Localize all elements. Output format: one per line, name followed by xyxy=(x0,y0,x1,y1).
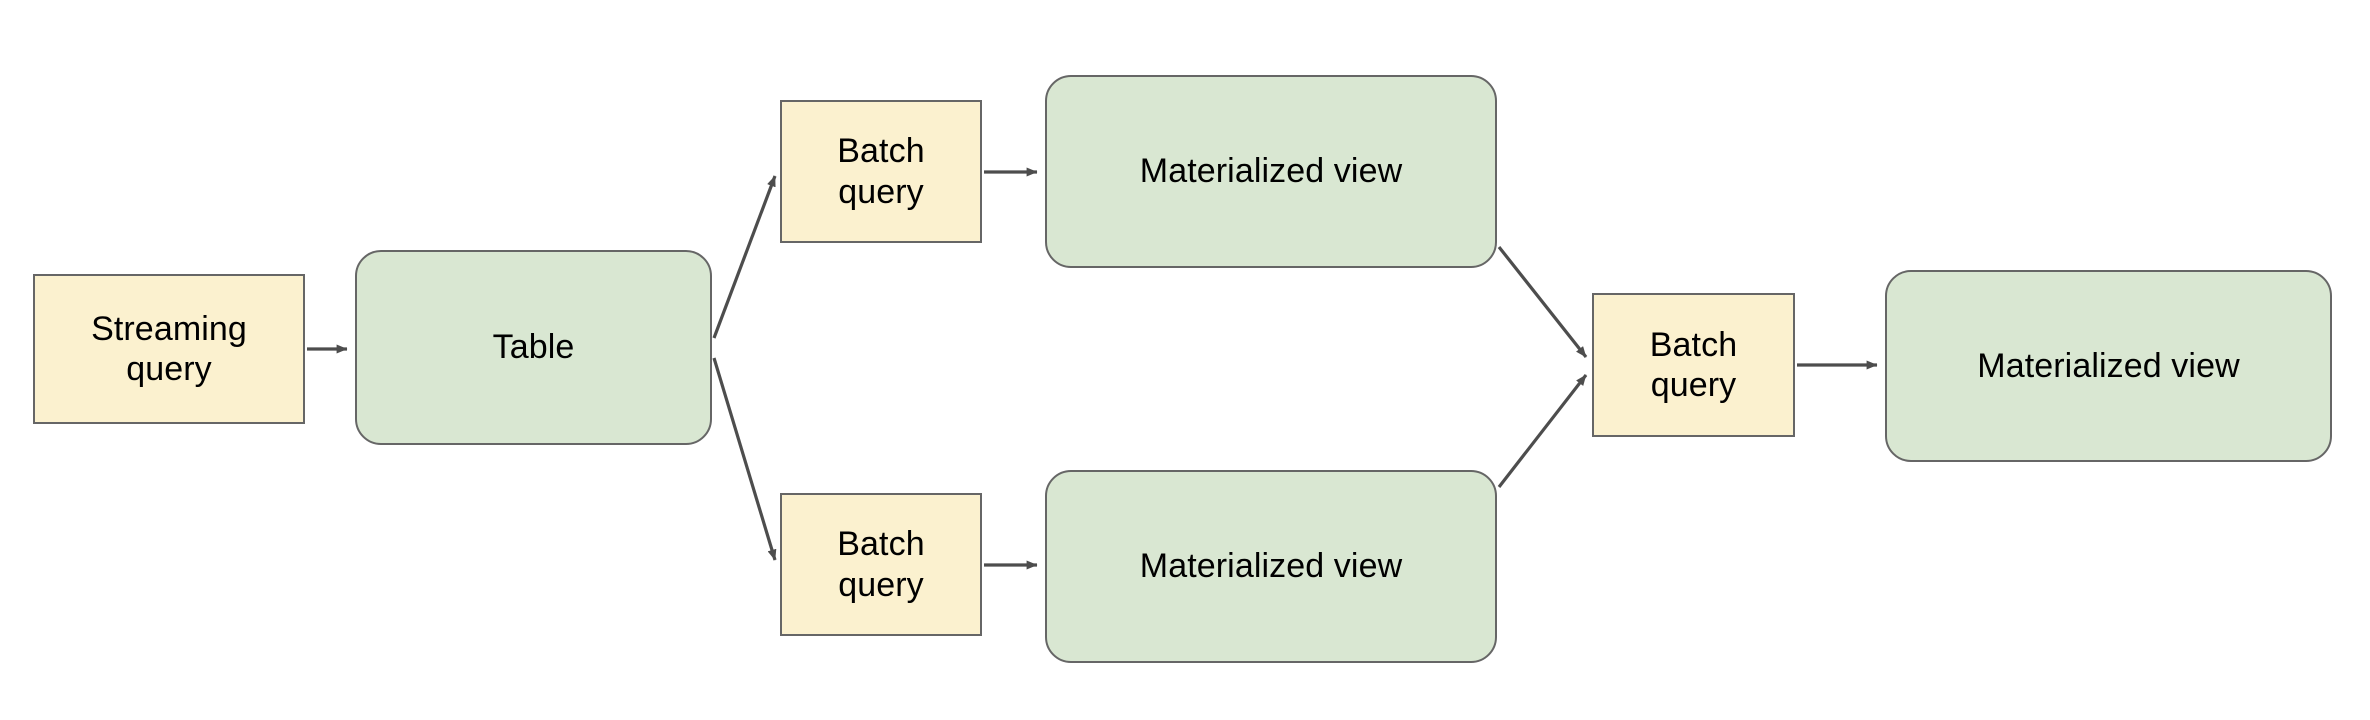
node-materialized-view-right[interactable]: Materialized view xyxy=(1885,270,2332,462)
edge-materialized-view-top-to-batch-query-right xyxy=(1497,246,1588,358)
edge-materialized-view-bottom-to-batch-query-right xyxy=(1497,374,1588,488)
node-label-materialized-view-bottom: Materialized view xyxy=(1139,547,1403,586)
node-streaming-query[interactable]: Streaming query xyxy=(33,274,305,424)
node-batch-query-right[interactable]: Batch query xyxy=(1592,293,1795,437)
edge-table-to-batch-query-top xyxy=(712,175,777,339)
node-table[interactable]: Table xyxy=(355,250,712,445)
node-label-batch-query-top: Batch query xyxy=(837,132,925,211)
node-batch-query-top[interactable]: Batch query xyxy=(780,100,982,243)
node-label-streaming-query: Streaming query xyxy=(91,309,247,388)
node-batch-query-bottom[interactable]: Batch query xyxy=(780,493,982,636)
node-materialized-view-bottom[interactable]: Materialized view xyxy=(1045,470,1497,663)
node-label-materialized-view-right: Materialized view xyxy=(1977,346,2240,385)
node-label-batch-query-right: Batch query xyxy=(1649,325,1738,404)
node-label-materialized-view-top: Materialized view xyxy=(1139,152,1403,191)
edge-table-to-batch-query-bottom xyxy=(712,357,777,561)
node-label-batch-query-bottom: Batch query xyxy=(837,525,925,604)
node-label-table: Table xyxy=(492,328,575,367)
node-materialized-view-top[interactable]: Materialized view xyxy=(1045,75,1497,268)
